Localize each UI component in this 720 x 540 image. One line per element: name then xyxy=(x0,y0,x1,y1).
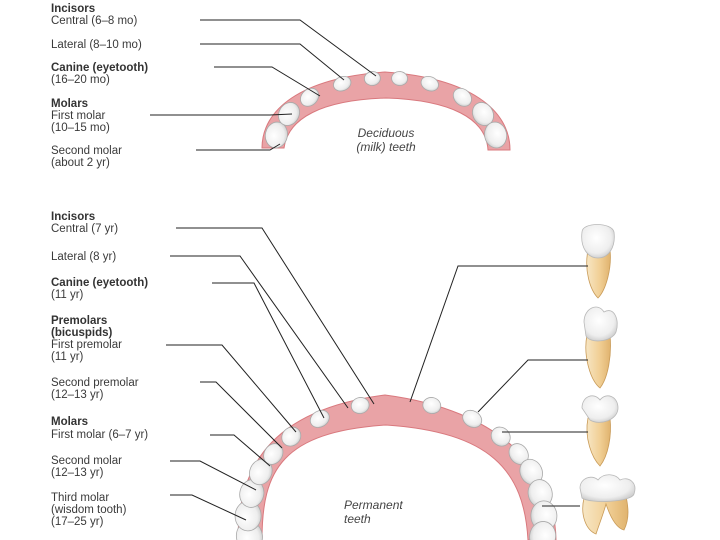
deciduous-first-molar-age: (10–15 mo) xyxy=(51,122,110,134)
permanent-canine-heading: Canine (eyetooth) xyxy=(51,277,149,289)
deciduous-second-molar-label: Second molar xyxy=(51,145,122,157)
permanent-lateral-label: Lateral (8 yr) xyxy=(51,251,117,263)
permanent-second-premolar-label: Second premolar xyxy=(51,377,139,389)
central-incisor-illustration xyxy=(581,224,615,299)
deciduous-lateral-label: Lateral (8–10 mo) xyxy=(51,39,142,51)
permanent-teeth-group xyxy=(234,397,558,540)
deciduous-leader-lines xyxy=(150,19,377,151)
deciduous-incisors-heading: Incisors xyxy=(51,3,96,15)
deciduous-canine-heading: Canine (eyetooth) xyxy=(51,62,149,74)
premolar-illustration xyxy=(581,395,619,467)
deciduous-gum-arch xyxy=(261,71,511,151)
deciduous-tooth xyxy=(484,121,508,149)
canine-illustration xyxy=(583,306,618,389)
permanent-tooth xyxy=(350,397,370,414)
deciduous-teeth-group xyxy=(264,71,508,149)
permanent-third-molar-age: (17–25 yr) xyxy=(51,516,104,528)
permanent-caption-line1: Permanent xyxy=(344,498,403,512)
permanent-second-premolar-age: (12–13 yr) xyxy=(51,389,104,401)
deciduous-caption-line2: (milk) teeth xyxy=(356,140,416,154)
deciduous-tooth xyxy=(364,71,381,86)
permanent-third-molar-label: Third molar xyxy=(51,492,110,504)
permanent-first-premolar-label: First premolar xyxy=(51,339,122,351)
permanent-leader-lines xyxy=(166,227,588,521)
deciduous-tooth xyxy=(420,75,439,92)
permanent-caption: Permanent teeth xyxy=(344,498,448,526)
deciduous-molars-heading: Molars xyxy=(51,98,89,110)
deciduous-central-label: Central (6–8 mo) xyxy=(51,15,138,27)
permanent-tooth xyxy=(462,409,483,428)
deciduous-caption-line1: Deciduous xyxy=(357,126,415,140)
permanent-tooth xyxy=(422,397,442,414)
permanent-second-molar-age: (12–13 yr) xyxy=(51,467,104,479)
permanent-canine-age: (11 yr) xyxy=(51,289,84,301)
permanent-tooth xyxy=(529,521,557,540)
permanent-first-molar-label: First molar (6–7 yr) xyxy=(51,429,149,441)
permanent-molars-heading: Molars xyxy=(51,416,89,428)
deciduous-tooth xyxy=(391,71,408,86)
deciduous-tooth xyxy=(452,87,472,107)
permanent-second-molar-label: Second molar xyxy=(51,455,122,467)
deciduous-caption: Deciduous (milk) teeth xyxy=(338,126,434,154)
permanent-incisors-heading: Incisors xyxy=(51,211,96,223)
permanent-premolars-heading: Premolars xyxy=(51,315,108,327)
deciduous-canine-age: (16–20 mo) xyxy=(51,74,110,86)
permanent-central-label: Central (7 yr) xyxy=(51,223,119,235)
molar-illustration xyxy=(579,474,636,535)
permanent-first-premolar-age: (11 yr) xyxy=(51,351,84,363)
deciduous-tooth xyxy=(333,75,352,92)
deciduous-second-molar-age: (about 2 yr) xyxy=(51,157,110,169)
permanent-bicuspids-heading: (bicuspids) xyxy=(51,327,113,339)
permanent-tooth xyxy=(309,409,330,428)
permanent-caption-line2: teeth xyxy=(344,512,371,526)
permanent-third-molar-detail: (wisdom tooth) xyxy=(51,504,127,516)
permanent-gum-arch xyxy=(237,394,557,540)
deciduous-first-molar-label: First molar xyxy=(51,110,106,122)
